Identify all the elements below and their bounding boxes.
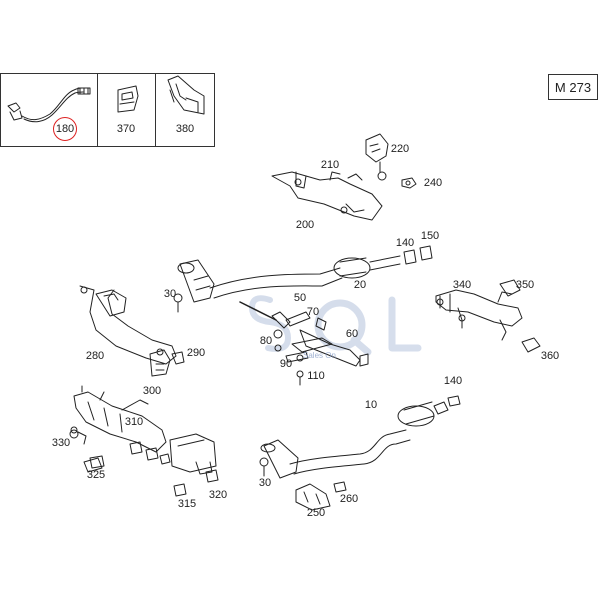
callout-340[interactable]: 340 [452, 279, 472, 291]
callout-140-lower[interactable]: 140 [443, 375, 463, 387]
callout-290[interactable]: 290 [186, 347, 206, 359]
bracket-200-assembly [271, 133, 417, 221]
callout-370[interactable]: 370 [116, 123, 136, 135]
callout-10[interactable]: 10 [364, 399, 378, 411]
callout-180[interactable]: 180 [55, 123, 75, 135]
callout-300[interactable]: 300 [142, 385, 162, 397]
callout-70[interactable]: 70 [306, 306, 320, 318]
bolt-30-lower [259, 457, 269, 477]
hanger-assembly-center [239, 301, 369, 386]
callout-260[interactable]: 260 [339, 493, 359, 505]
callout-50[interactable]: 50 [293, 292, 307, 304]
callout-240[interactable]: 240 [423, 177, 443, 189]
callout-200[interactable]: 200 [295, 219, 315, 231]
bracket-280-assembly [79, 285, 185, 377]
callout-80[interactable]: 80 [259, 335, 273, 347]
callout-280[interactable]: 280 [85, 350, 105, 362]
callout-320[interactable]: 320 [208, 489, 228, 501]
bracket-380-part [167, 75, 205, 115]
callout-315[interactable]: 315 [177, 498, 197, 510]
front-pipe-20 [177, 245, 433, 303]
clip-370-part [117, 85, 139, 113]
callout-360[interactable]: 360 [540, 350, 560, 362]
callout-350[interactable]: 350 [515, 279, 535, 291]
highlighted-part-marker [53, 117, 77, 141]
callout-140-upper[interactable]: 140 [395, 237, 415, 249]
callout-310[interactable]: 310 [124, 416, 144, 428]
small-parts-lower-left [70, 426, 103, 473]
callout-150[interactable]: 150 [420, 230, 440, 242]
callout-60[interactable]: 60 [345, 328, 359, 340]
bolt-30-upper [173, 293, 183, 313]
callout-380[interactable]: 380 [175, 123, 195, 135]
callout-20[interactable]: 20 [353, 279, 367, 291]
callout-330[interactable]: 330 [51, 437, 71, 449]
part-box-370 [97, 73, 157, 147]
watermark-tagline: Sales On [303, 351, 336, 360]
bracket-340-assembly [435, 279, 541, 353]
oxygen-sensor-part [7, 87, 91, 123]
bracket-310-assembly [69, 385, 219, 497]
callout-30-upper[interactable]: 30 [163, 288, 177, 300]
callout-90[interactable]: 90 [279, 358, 293, 370]
model-label: M 273 [548, 74, 598, 100]
callout-250[interactable]: 250 [306, 507, 326, 519]
callout-220[interactable]: 220 [390, 143, 410, 155]
hanger-250-assembly [295, 481, 347, 511]
watermark-logo [249, 295, 422, 356]
rear-pipe-10 [260, 395, 461, 479]
callout-30-lower[interactable]: 30 [258, 477, 272, 489]
callout-325[interactable]: 325 [86, 469, 106, 481]
callout-210[interactable]: 210 [320, 159, 340, 171]
callout-110[interactable]: 110 [307, 370, 325, 382]
